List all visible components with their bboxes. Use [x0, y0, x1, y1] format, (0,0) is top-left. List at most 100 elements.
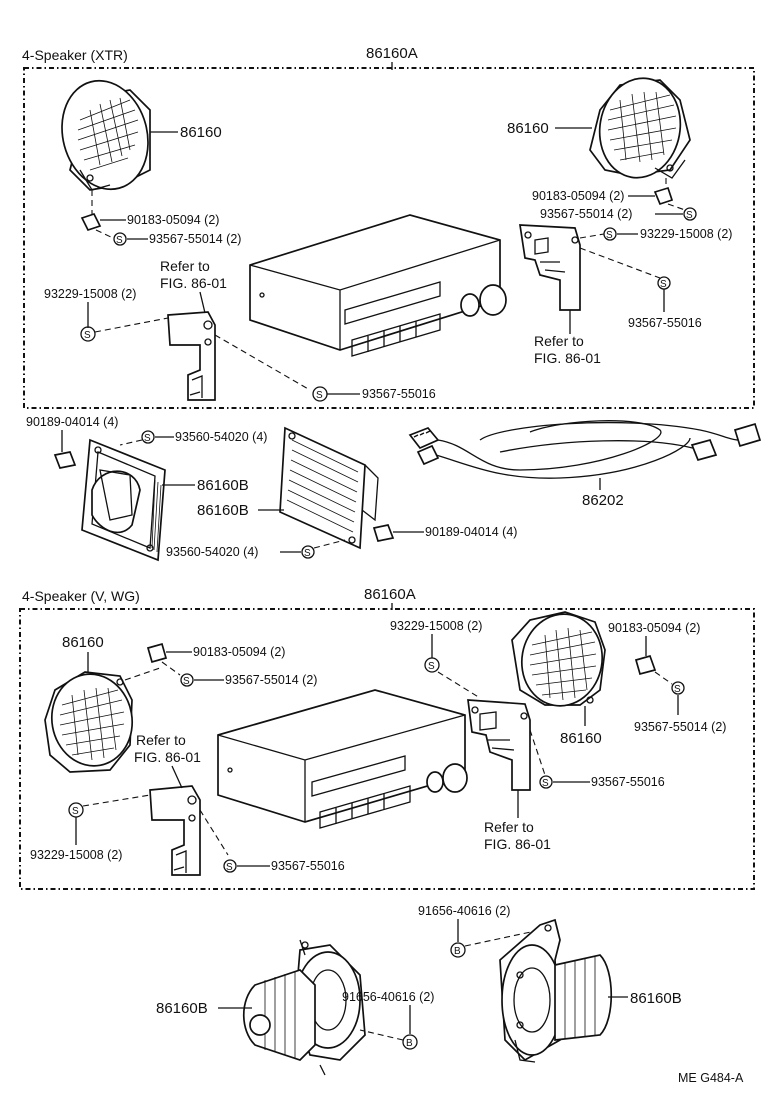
refer-left-1: Refer to	[160, 258, 210, 274]
bolt-s-icon-top-2: S	[424, 657, 440, 673]
label-93560-top: 93560-54020 (4)	[175, 430, 267, 444]
label-86160-left: 86160	[180, 124, 222, 141]
clip-90189-right	[372, 524, 395, 542]
label-93229-left: 93229-15008 (2)	[44, 287, 136, 301]
speaker-86160-right	[589, 77, 691, 179]
label-90183-left: 90183-05094 (2)	[127, 213, 219, 227]
assembly-label-xtr: 86160A	[366, 45, 418, 62]
radio-head-unit-xtr	[249, 214, 507, 357]
refer-right-vwg-2: FIG. 86-01	[484, 836, 551, 852]
svg-text:S: S	[542, 778, 549, 789]
clip-90189-left	[53, 451, 77, 469]
bolt-b-icon-top: B	[450, 942, 466, 958]
label-86202: 86202	[582, 492, 624, 509]
bolt-b-icon-left: B	[402, 1034, 418, 1050]
label-93229-top-2: 93229-15008 (2)	[390, 619, 482, 633]
refer-right-2: FIG. 86-01	[534, 350, 601, 366]
label-90189-right: 90189-04014 (4)	[425, 525, 517, 539]
speaker-86160-right-2	[511, 611, 606, 707]
screw-s-icon-right: S	[683, 207, 697, 221]
label-93567-right-2: 93567-55014 (2)	[634, 720, 726, 734]
speaker-86160b-bottom-left	[243, 939, 366, 1076]
label-93567-55016-bottom: 93567-55016	[362, 387, 436, 401]
figure-code: ME G484-A	[678, 1071, 744, 1085]
label-86160-left-2: 86160	[62, 634, 104, 651]
screw-s-icon-right-side-2: S	[539, 775, 553, 789]
label-91656-top: 91656-40616 (2)	[418, 904, 510, 918]
screw-s-icon-mid-top: S	[141, 430, 155, 444]
label-90183-left-2: 90183-05094 (2)	[193, 645, 285, 659]
svg-text:S: S	[686, 210, 693, 221]
screw-s-icon: S	[113, 232, 127, 246]
svg-text:S: S	[226, 862, 233, 873]
label-86160-right-2: 86160	[560, 730, 602, 747]
refer-left-vwg-1: Refer to	[136, 732, 186, 748]
label-90189-left: 90189-04014 (4)	[26, 415, 118, 429]
label-86160b-2: 86160B	[197, 502, 249, 519]
svg-text:S: S	[144, 433, 151, 444]
section-title-xtr: 4-Speaker (XTR)	[22, 47, 128, 63]
bracket-left-xtr	[167, 311, 216, 401]
label-86160-right: 86160	[507, 120, 549, 137]
section-xtr: 4-Speaker (XTR) 86160A 86160 90183-05094…	[22, 45, 755, 409]
screw-s-icon-bottom-2: S	[223, 859, 237, 873]
screw-s-icon-bottom: S	[312, 386, 328, 402]
svg-text:S: S	[606, 230, 613, 241]
svg-text:S: S	[72, 806, 79, 817]
middle-parts: 90189-04014 (4) S 93560-54020 (4) 86160B	[26, 415, 762, 562]
bottom-parts: 91656-40616 (2) B 86160B	[156, 904, 682, 1076]
bolt-s-icon-left: S	[80, 326, 96, 342]
section-boundary-xtr	[23, 67, 755, 409]
speaker-86160b-square-left	[81, 438, 166, 562]
svg-text:S: S	[428, 661, 435, 672]
svg-text:S: S	[660, 279, 667, 290]
label-93229-left-2: 93229-15008 (2)	[30, 848, 122, 862]
svg-text:S: S	[316, 390, 323, 401]
label-93567-left: 93567-55014 (2)	[149, 232, 241, 246]
speaker-86160-left	[61, 79, 151, 191]
label-86160b-1: 86160B	[197, 477, 249, 494]
clip-90183-right-2	[634, 654, 657, 676]
svg-text:S: S	[84, 330, 91, 341]
label-86160b-bottom-right: 86160B	[630, 990, 682, 1007]
clip-90183-left	[80, 212, 102, 232]
screw-s-icon-left-2: S	[180, 673, 194, 687]
refer-right-vwg-1: Refer to	[484, 819, 534, 835]
assembly-label-vwg: 86160A	[364, 586, 416, 603]
clip-90183-right	[653, 186, 674, 206]
label-93567-left-2: 93567-55014 (2)	[225, 673, 317, 687]
screw-s-icon-right-2: S	[671, 681, 685, 695]
section-title-vwg: 4-Speaker (V, WG)	[22, 588, 140, 604]
label-86160b-bottom-left: 86160B	[156, 1000, 208, 1017]
svg-text:S: S	[674, 684, 681, 695]
label-93567-55016-right-2: 93567-55016	[591, 775, 665, 789]
screw-s-icon-right-side: S	[657, 276, 671, 290]
bolt-s-icon-right-top: S	[603, 227, 617, 241]
speaker-86160-left-2	[44, 671, 134, 773]
svg-text:B: B	[406, 1038, 413, 1049]
radio-head-unit-vwg	[217, 689, 468, 829]
label-90183-right-2: 90183-05094 (2)	[608, 621, 700, 635]
screw-s-icon-mid-bottom: S	[301, 545, 315, 559]
label-93229-right: 93229-15008 (2)	[640, 227, 732, 241]
svg-text:S: S	[116, 235, 123, 246]
section-v-wg: 4-Speaker (V, WG) 86160A 86160 90183-050…	[19, 586, 755, 890]
wire-harness-86202	[408, 420, 762, 479]
svg-text:S: S	[304, 548, 311, 559]
label-93567-55016-bottom-2: 93567-55016	[271, 859, 345, 873]
bracket-right-vwg	[467, 699, 531, 791]
refer-left-2: FIG. 86-01	[160, 275, 227, 291]
label-93567-55016-right: 93567-55016	[628, 316, 702, 330]
label-91656-left: 91656-40616 (2)	[342, 990, 434, 1004]
label-93567-right: 93567-55014 (2)	[540, 207, 632, 221]
speaker-86160b-bottom-right	[499, 918, 613, 1063]
bracket-left-vwg	[149, 785, 201, 876]
svg-text:S: S	[183, 676, 190, 687]
label-93560-bottom: 93560-54020 (4)	[166, 545, 258, 559]
bolt-s-icon-left-2: S	[68, 802, 84, 818]
refer-right-1: Refer to	[534, 333, 584, 349]
clip-90183-left-2	[146, 642, 168, 664]
section-boundary-vwg	[19, 608, 755, 890]
svg-text:B: B	[454, 946, 461, 957]
